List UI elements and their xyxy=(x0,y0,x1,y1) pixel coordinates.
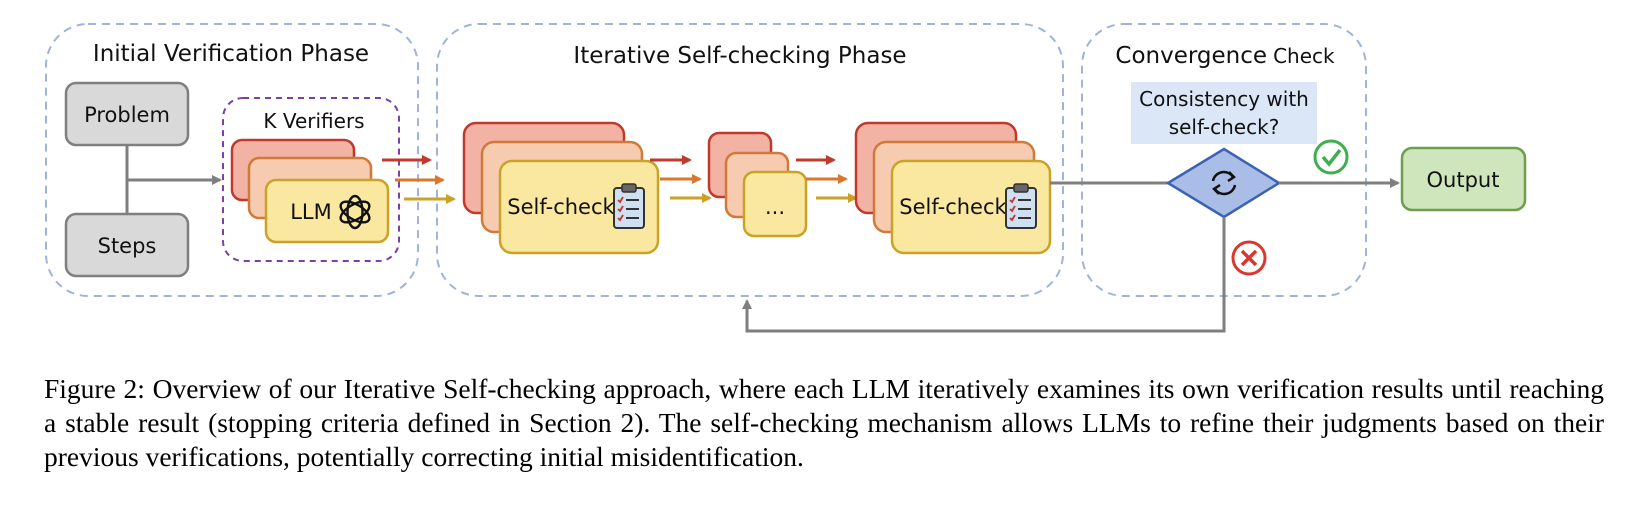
iterative-phase-container xyxy=(436,23,1064,297)
problem-label: Problem xyxy=(84,103,170,127)
figure-caption: Figure 2: Overview of our Iterative Self… xyxy=(44,373,1604,472)
cross-circle-icon xyxy=(1231,240,1267,276)
self-check-1-label: Self-check xyxy=(507,195,615,219)
convergence-title-main: Convergence xyxy=(1115,43,1267,69)
check-circle-icon xyxy=(1313,139,1349,175)
output-label: Output xyxy=(1427,168,1500,192)
clipboard-icon xyxy=(1005,183,1037,229)
consistency-question-box xyxy=(1131,82,1317,144)
self-check-1-card-front xyxy=(498,159,660,255)
k-verifiers-label: K Verifiers xyxy=(263,109,364,133)
ellipsis-card-front xyxy=(742,170,808,238)
approach-diagram: Initial Verification Phase Iterative Sel… xyxy=(45,23,1527,333)
steps-label: Steps xyxy=(98,234,157,258)
refresh-cycle-icon xyxy=(1211,170,1237,196)
k-verifiers-group xyxy=(222,97,400,262)
consistency-question-line1: Consistency with xyxy=(1139,87,1309,111)
self-check-2-label: Self-check xyxy=(899,195,1007,219)
clipboard-icon xyxy=(613,183,645,229)
iterative-phase-title: Iterative Self-checking Phase xyxy=(573,43,906,69)
feedback-loop-arrow xyxy=(742,217,1226,333)
openai-logo-icon xyxy=(339,194,371,230)
ellipsis-label: ... xyxy=(765,195,785,219)
initial-phase-container xyxy=(45,23,419,297)
consistency-question-line2: self-check? xyxy=(1169,115,1280,139)
convergence-diamond xyxy=(1165,147,1282,219)
self-check-2-card-front xyxy=(890,159,1052,255)
output-box xyxy=(1400,146,1527,212)
initial-phase-title: Initial Verification Phase xyxy=(93,41,369,67)
convergence-title-check: Check xyxy=(1273,44,1335,68)
llm-label: LLM xyxy=(290,200,332,224)
